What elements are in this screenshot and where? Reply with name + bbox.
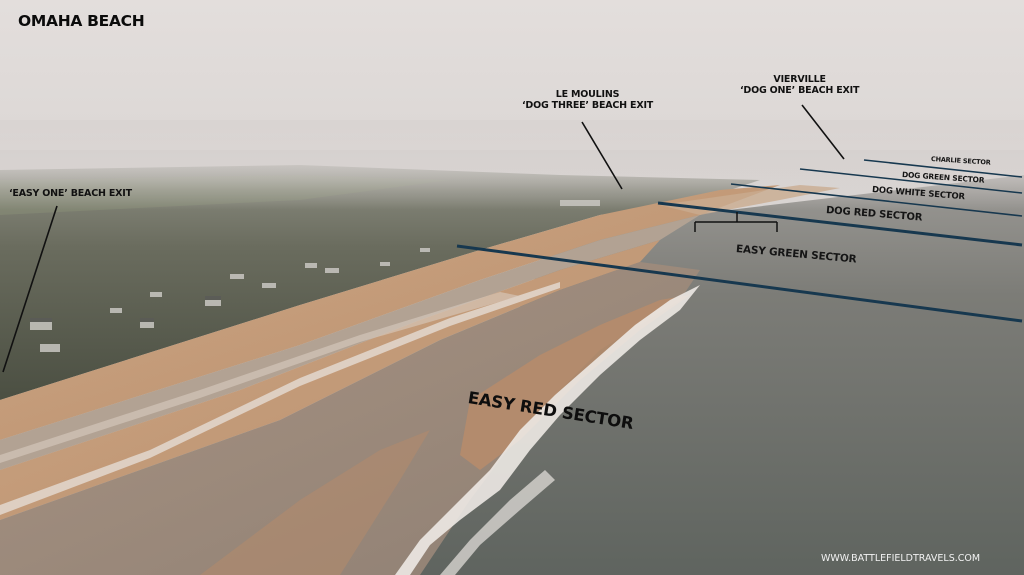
le-moulins-exit-label: LE MOULINS ‘DOG THREE’ BEACH EXIT: [522, 89, 653, 112]
vierville-exit-label: VIERVILLE ‘DOG ONE’ BEACH EXIT: [740, 74, 859, 97]
website-watermark: WWW.BATTLEFIELDTRAVELS.COM: [821, 553, 981, 564]
page-title: OMAHA BEACH: [18, 12, 145, 30]
dog-white-sector-line: [730, 183, 1023, 217]
exit-label-line2: ‘DOG ONE’ BEACH EXIT: [740, 85, 860, 97]
exit-label-line2: ‘DOG THREE’ BEACH EXIT: [522, 100, 654, 112]
easy-green-easy-red-line: [456, 244, 1023, 323]
easy-green-bracket: [694, 212, 778, 232]
dog-green-sector-line: [799, 168, 1023, 194]
exit-label-line1: VIERVILLE: [773, 74, 826, 85]
le-moulins-pointer-line: [581, 121, 623, 190]
dog-red-easy-green-line: [657, 201, 1023, 247]
easy-one-pointer-line: [2, 205, 58, 373]
easy-one-exit-label: ‘EASY ONE’ BEACH EXIT: [9, 188, 132, 199]
exit-label-line1: LE MOULINS: [555, 89, 620, 100]
vierville-pointer-line: [801, 104, 845, 160]
charlie-sector-line: [863, 159, 1023, 178]
